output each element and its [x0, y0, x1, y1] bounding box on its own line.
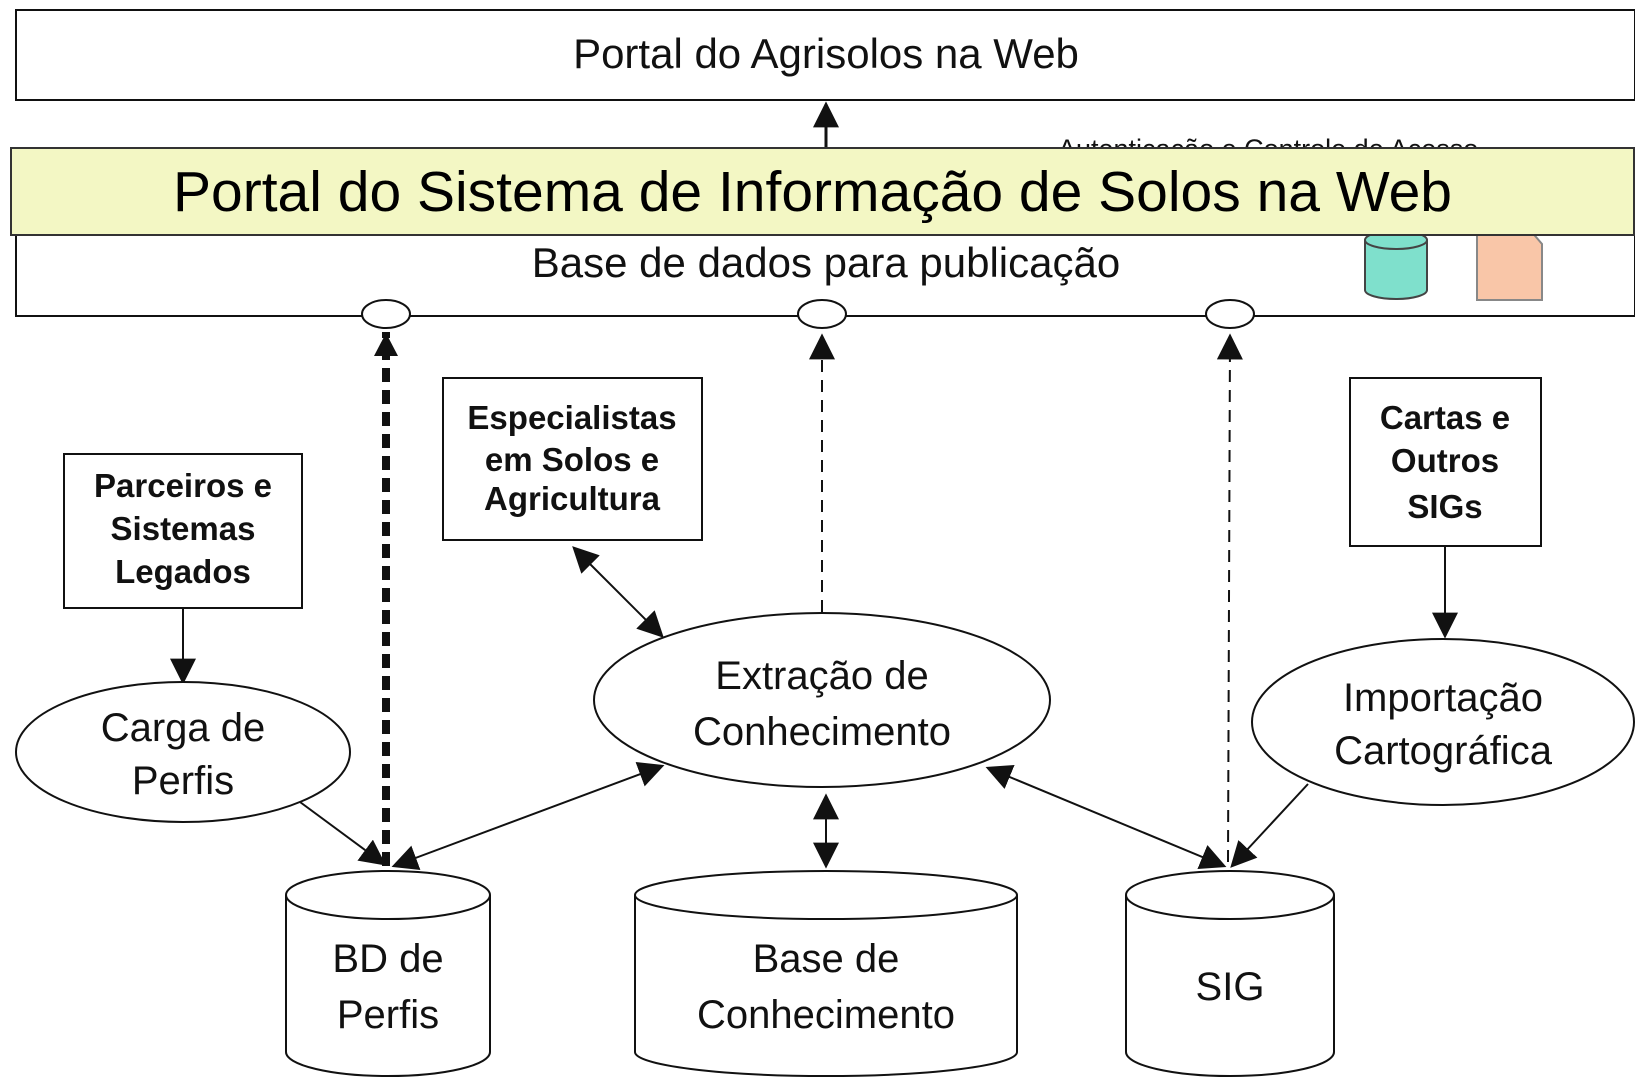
bd-perfis-line-1: BD de: [332, 937, 443, 981]
especialistas-line-3: Agricultura: [484, 480, 661, 517]
connector-port-1: [361, 299, 411, 329]
extracao-line-2: Conhecimento: [693, 710, 951, 754]
extracao-sig-arrow: [985, 764, 1227, 870]
base-conhecimento-line-1: Base de: [753, 937, 900, 981]
base-conhecimento-line-2: Conhecimento: [697, 993, 955, 1037]
parceiros-box: Parceiros e Sistemas Legados: [63, 453, 303, 609]
extracao-line-1: Extração de: [715, 654, 928, 698]
publication-db-label: Base de dados para publicação: [532, 239, 1120, 286]
importacao-process: Importação Cartográfica: [1251, 638, 1635, 806]
importacao-to-sig-arrow: [1230, 783, 1309, 868]
bd-perfis-database: BD de Perfis: [285, 870, 491, 1077]
connector-port-3: [1205, 299, 1255, 329]
cartas-line-3: SIGs: [1407, 488, 1482, 525]
parceiros-line-3: Legados: [115, 553, 251, 590]
extracao-process: Extração de Conhecimento: [593, 612, 1051, 788]
sig-database: SIG: [1125, 870, 1335, 1077]
connector-port-2: [797, 299, 847, 329]
bd-perfis-line-2: Perfis: [337, 993, 439, 1037]
carga-perfis-line-2: Perfis: [132, 759, 234, 803]
bd-perfis-publish-arrowhead: [374, 333, 398, 356]
bd-extracao-arrow: [391, 762, 665, 870]
especialistas-line-1: Especialistas: [467, 399, 676, 436]
cartas-box: Cartas e Outros SIGs: [1349, 377, 1542, 547]
sig-label: SIG: [1196, 965, 1265, 1009]
portal-agrisolos-label: Portal do Agrisolos na Web: [573, 30, 1079, 77]
carga-perfis-line-1: Carga de: [101, 706, 266, 750]
banner-title: Portal do Sistema de Informação de Solos…: [10, 147, 1635, 236]
cartas-line-2: Outros: [1391, 442, 1499, 479]
especialistas-line-2: em Solos e: [485, 441, 659, 478]
carga-to-bd-arrow: [299, 801, 387, 866]
importacao-line-2: Cartográfica: [1334, 729, 1553, 773]
carga-perfis-process: Carga de Perfis: [15, 681, 351, 823]
base-conhecimento-database: Base de Conhecimento: [634, 870, 1018, 1077]
document-icon: [1476, 229, 1543, 301]
database-icon: [1364, 230, 1428, 300]
cartas-line-1: Cartas e: [1380, 399, 1510, 436]
portal-agrisolos-box: Portal do Agrisolos na Web: [15, 9, 1635, 101]
parceiros-line-1: Parceiros e: [94, 467, 272, 504]
parceiros-line-2: Sistemas: [111, 510, 256, 547]
especialistas-extracao-arrow: [572, 546, 664, 638]
especialistas-box: Especialistas em Solos e Agricultura: [442, 377, 703, 541]
importacao-line-1: Importação: [1343, 676, 1543, 720]
sig-publish-arrow: [1216, 333, 1243, 863]
